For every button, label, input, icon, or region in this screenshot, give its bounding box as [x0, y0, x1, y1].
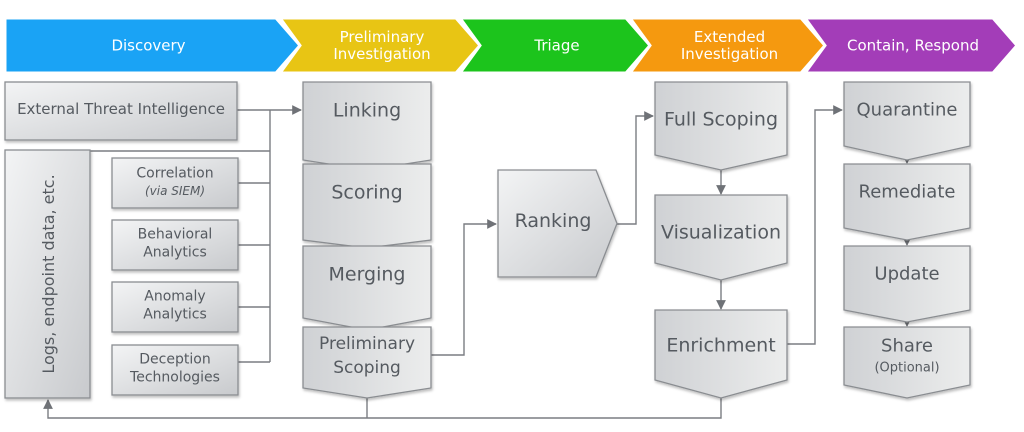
- box-label: Full Scoping: [664, 109, 778, 131]
- box-label: Analytics: [143, 306, 207, 322]
- connector-prelim-scoping-to-ranking: [431, 224, 496, 355]
- phase-label: Extended: [694, 28, 765, 46]
- box-label: Merging: [328, 264, 405, 286]
- detector-anomaly-analytics[interactable]: AnomalyAnalytics: [112, 282, 238, 332]
- box-label: Behavioral: [138, 226, 213, 242]
- step-remediate[interactable]: Remediate: [844, 164, 970, 240]
- box-label: Scoping: [333, 358, 401, 378]
- box-label: Preliminary: [319, 334, 415, 354]
- step-scoring[interactable]: Scoring: [303, 164, 431, 248]
- detector-behavioral-analytics[interactable]: BehavioralAnalytics: [112, 220, 238, 270]
- box-label: Analytics: [143, 244, 207, 260]
- detector-deception-technologies[interactable]: DeceptionTechnologies: [112, 345, 238, 395]
- box-label: Linking: [333, 100, 401, 122]
- step-linking[interactable]: Linking: [303, 82, 431, 170]
- box-label: Technologies: [129, 369, 220, 385]
- step-update[interactable]: Update: [844, 246, 970, 322]
- phase-label: Triage: [533, 37, 579, 55]
- box-label: Remediate: [859, 182, 956, 203]
- phase-extended-investigation: ExtendedInvestigation: [630, 18, 825, 73]
- box-subtitle: (Optional): [874, 360, 939, 375]
- box-label: External Threat Intelligence: [17, 100, 225, 118]
- phase-label: Discovery: [111, 37, 185, 55]
- boxes: External Threat IntelligenceLogs, endpoi…: [5, 82, 970, 398]
- step-preliminary-scoping[interactable]: PreliminaryScoping: [303, 327, 431, 398]
- phase-preliminary-investigation: PreliminaryInvestigation: [280, 18, 480, 73]
- step-full-scoping[interactable]: Full Scoping: [655, 82, 787, 170]
- box-label: Visualization: [661, 222, 781, 244]
- chevron-shape: [303, 246, 431, 330]
- detector-correlation[interactable]: Correlation (via SIEM): [112, 158, 238, 208]
- box-label: Update: [874, 264, 939, 285]
- phase-label: Contain, Respond: [847, 37, 979, 55]
- box-subtitle: (via SIEM): [145, 184, 205, 198]
- box-label: Share: [881, 336, 933, 357]
- phase-contain-respond: Contain, Respond: [805, 18, 1017, 73]
- step-quarantine[interactable]: Quarantine: [844, 82, 970, 160]
- chevron-shape: [844, 82, 970, 160]
- chevron-shape: [303, 82, 431, 170]
- phase-band: DiscoveryPreliminaryInvestigationTriageE…: [5, 18, 1017, 73]
- phase-label: Preliminary: [340, 28, 425, 46]
- box-label: Enrichment: [666, 335, 775, 357]
- step-ranking[interactable]: Ranking: [498, 170, 617, 277]
- phase-label: Investigation: [681, 45, 778, 63]
- step-enrichment[interactable]: Enrichment: [655, 310, 787, 398]
- step-visualization[interactable]: Visualization: [655, 195, 787, 280]
- box-label: Scoring: [331, 182, 402, 204]
- connector-enrichment-to-quarantine: [787, 110, 842, 344]
- chevron-shape: [303, 164, 431, 248]
- phase-discovery: Discovery: [5, 18, 300, 73]
- box-label: Logs, endpoint data, etc.: [39, 174, 58, 373]
- step-merging[interactable]: Merging: [303, 246, 431, 330]
- external-threat-intelligence-box[interactable]: External Threat Intelligence: [5, 82, 237, 140]
- connector-ranking-to-full-scoping: [617, 116, 653, 224]
- box-label: Quarantine: [857, 100, 958, 121]
- box-label: Correlation: [136, 165, 213, 181]
- phase-triage: Triage: [460, 18, 650, 73]
- step-share[interactable]: Share (Optional): [844, 327, 970, 398]
- box-label: Deception: [139, 351, 210, 367]
- logs-endpoint-data-box[interactable]: Logs, endpoint data, etc.: [5, 150, 90, 398]
- box-label: Anomaly: [144, 288, 205, 304]
- phase-label: Investigation: [333, 45, 430, 63]
- box-label: Ranking: [515, 210, 592, 232]
- connector-feedback-loop: [48, 398, 721, 418]
